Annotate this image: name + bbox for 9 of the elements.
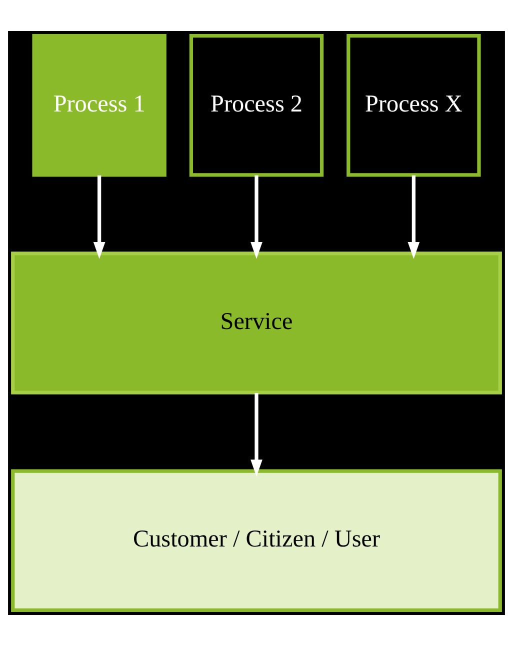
node-box: Process 1 bbox=[32, 34, 166, 177]
node-box: Customer / Citizen / User bbox=[11, 469, 502, 612]
node-box: Process 2 bbox=[189, 34, 324, 177]
arrow bbox=[250, 175, 262, 259]
arrow bbox=[250, 393, 262, 477]
node-box: Process X bbox=[346, 34, 481, 177]
node-box: Service bbox=[11, 252, 502, 394]
arrow bbox=[408, 175, 420, 259]
arrow bbox=[93, 175, 106, 259]
